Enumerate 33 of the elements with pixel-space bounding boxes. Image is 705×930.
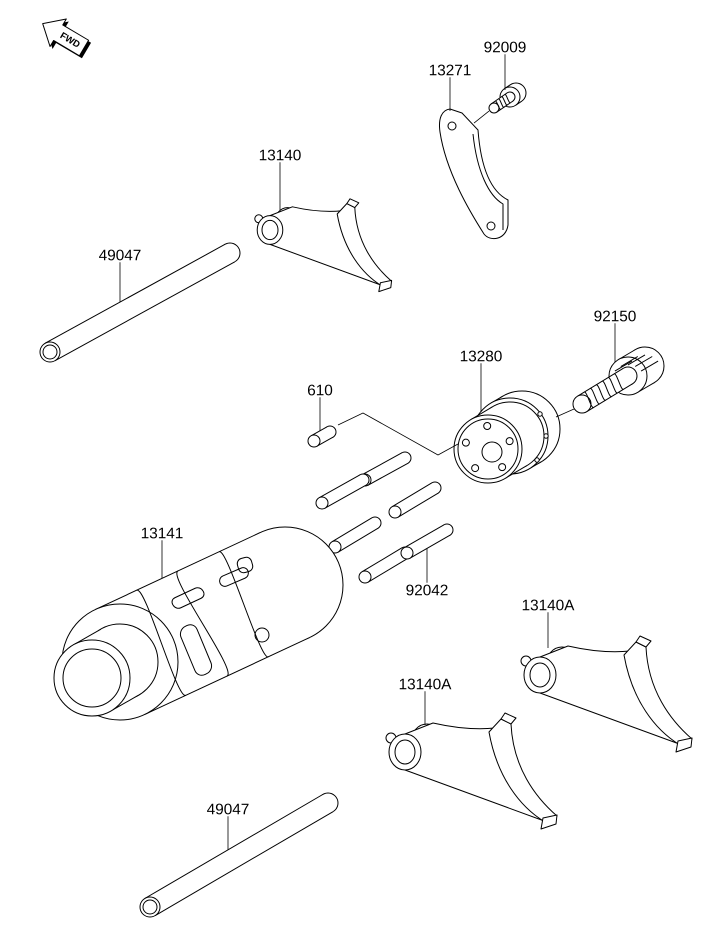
pin-drawing — [400, 524, 454, 560]
plate-drawing — [439, 108, 508, 240]
callout-number: 13271 — [430, 64, 471, 76]
assembly-line — [338, 412, 458, 456]
callout-number: 92042 — [406, 584, 448, 596]
assembly-line — [474, 110, 490, 124]
callout-number: 49047 — [99, 250, 141, 260]
shift-fork-drawing — [254, 198, 392, 292]
direction-label: FWD — [60, 32, 80, 47]
leader-line — [614, 322, 616, 362]
shift-fork-drawing — [386, 712, 558, 830]
callout-number: 610 — [308, 384, 332, 396]
leader-line — [424, 690, 426, 726]
leader-line — [504, 54, 506, 90]
drum-drawing — [54, 526, 344, 720]
callout-number: 13140 — [260, 150, 301, 160]
callout-number: 13141 — [142, 528, 183, 538]
callout-number: 13140A — [400, 678, 452, 690]
shaft-drawing — [140, 792, 338, 918]
callout-number: 92009 — [484, 42, 526, 52]
callout-number: 13140A — [522, 600, 574, 610]
shaft-drawing — [40, 242, 240, 362]
callout-number: 49047 — [207, 804, 249, 814]
callout-number: 92150 — [594, 310, 636, 322]
cam-drawing — [454, 390, 560, 484]
assembly-line — [556, 408, 574, 418]
leader-line — [480, 362, 482, 412]
bolt-drawing — [572, 346, 664, 414]
screw-drawing — [488, 82, 526, 114]
callout-number: 13280 — [460, 350, 502, 362]
pin-drawing — [308, 426, 336, 448]
leader-line — [426, 548, 428, 584]
shift-fork-drawing — [520, 636, 692, 752]
